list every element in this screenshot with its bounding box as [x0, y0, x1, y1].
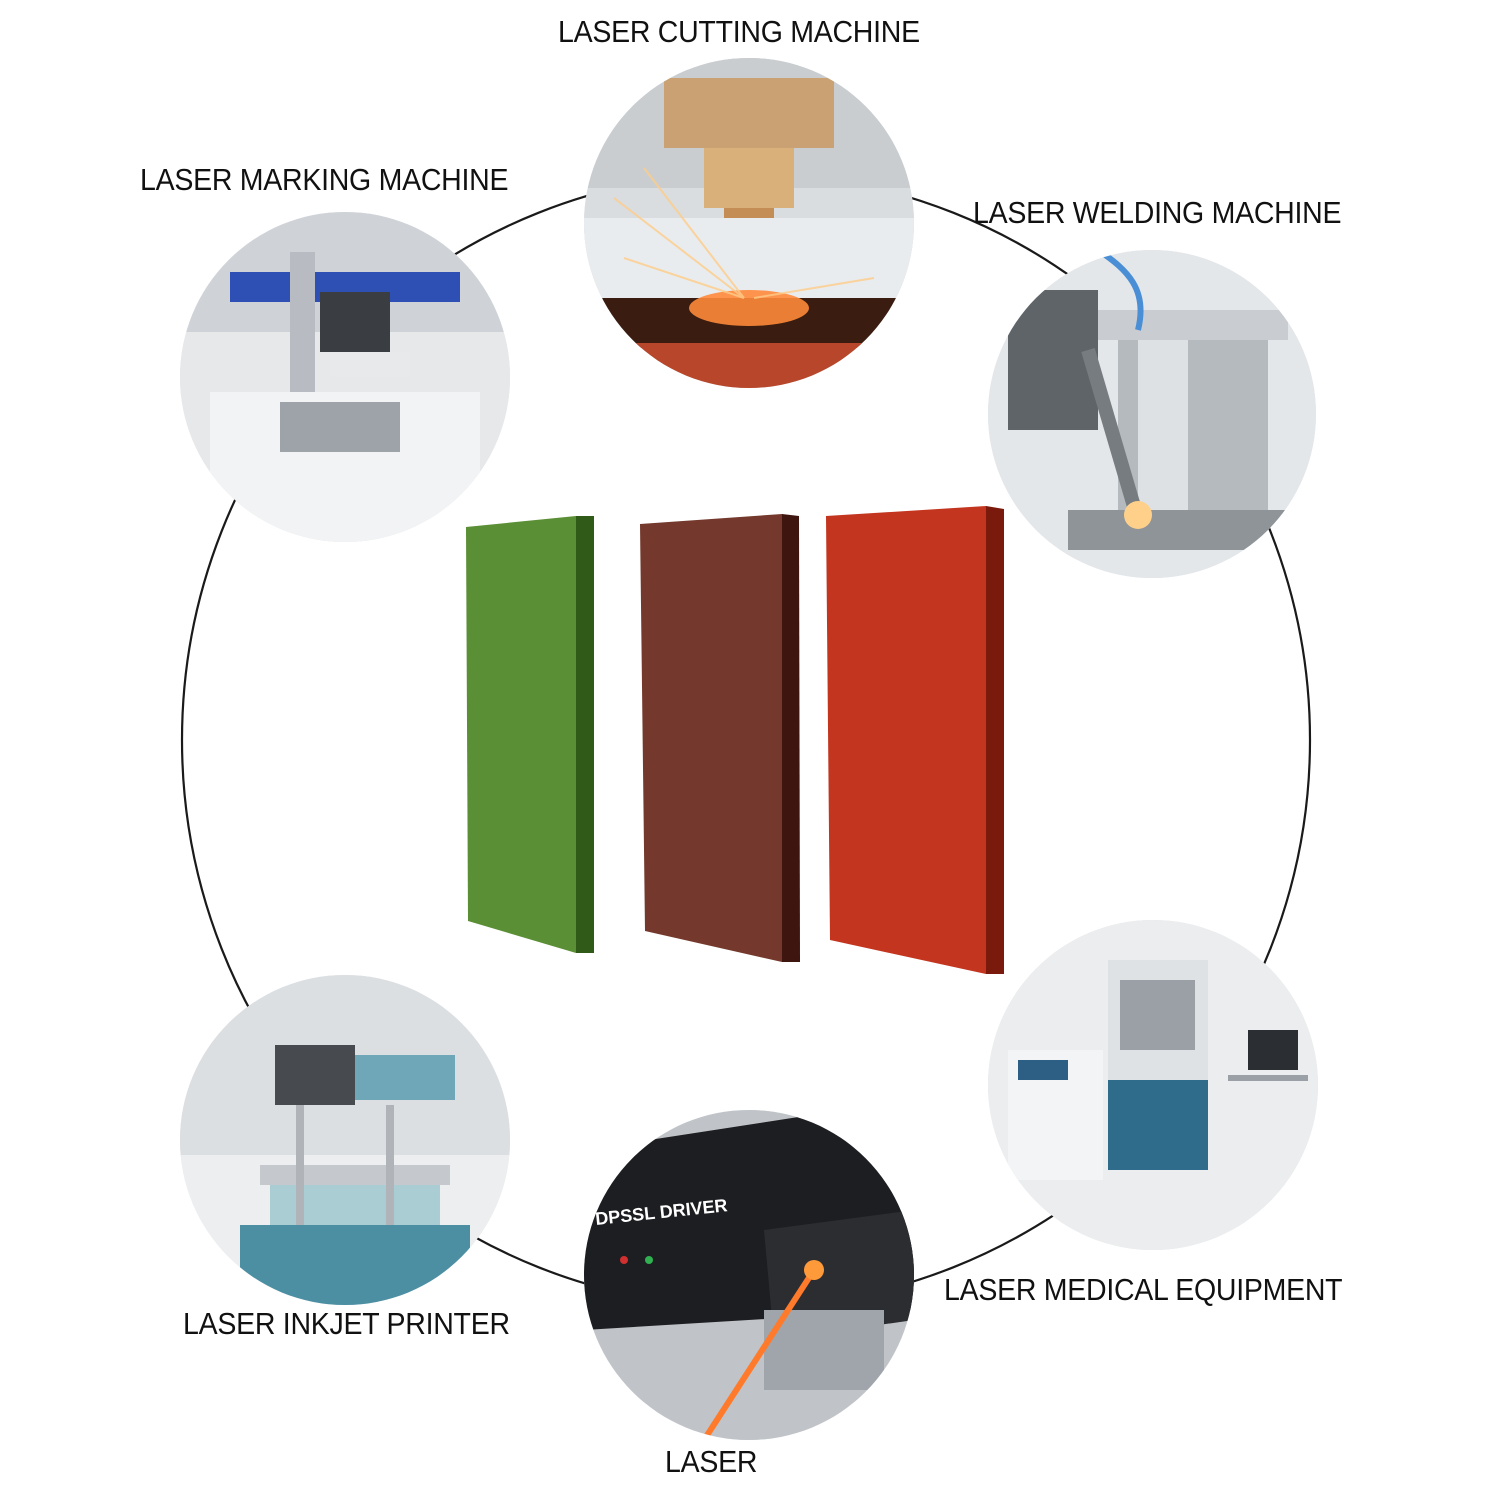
- green-panel: [466, 516, 594, 953]
- label-medical: LASER MEDICAL EQUIPMENT: [944, 1272, 1343, 1307]
- label-laser: LASER: [665, 1444, 758, 1479]
- label-inkjet: LASER INKJET PRINTER: [183, 1306, 510, 1341]
- inkjet-printer-photo: [180, 975, 510, 1305]
- label-welding: LASER WELDING MACHINE: [973, 195, 1342, 230]
- brown-panel: [640, 514, 800, 962]
- label-marking: LASER MARKING MACHINE: [140, 162, 509, 197]
- cutting-machine-photo: [584, 58, 914, 388]
- marking-machine-photo: [180, 212, 510, 542]
- laser-source-photo: DPSSL DRIVER: [584, 1110, 914, 1440]
- welding-machine-photo: [988, 250, 1316, 578]
- label-cutting: LASER CUTTING MACHINE: [558, 14, 920, 49]
- red-panel: [826, 506, 1004, 974]
- medical-equipment-photo: [988, 920, 1318, 1250]
